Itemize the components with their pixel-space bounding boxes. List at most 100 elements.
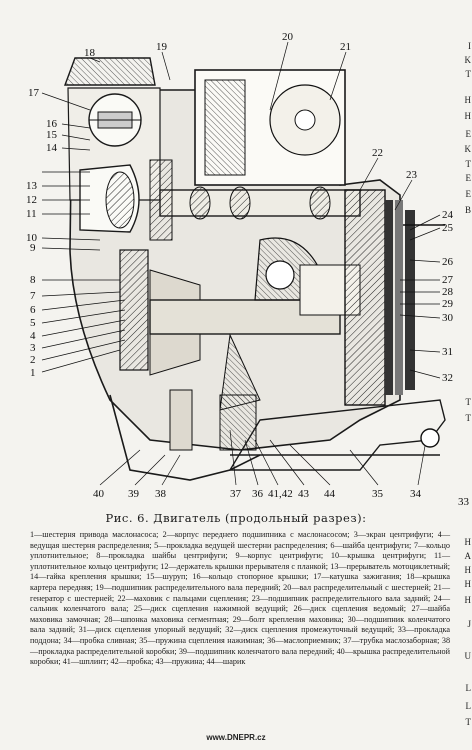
breaker-housing	[79, 164, 140, 233]
callout-27: 27	[442, 274, 454, 286]
legend-item: 10—крышка центрифуги;	[330, 551, 427, 561]
callout-17: 17	[28, 87, 40, 99]
edge-letter: T	[465, 717, 472, 727]
callout-40: 40	[93, 488, 105, 500]
flywheel-clutch	[344, 189, 445, 406]
callout-44: 44	[324, 488, 336, 500]
edge-letter: T	[465, 159, 472, 169]
callout-19: 19	[156, 41, 168, 53]
edge-letter: E	[465, 189, 472, 199]
legend-item: 1—шестерня привода маслонасоса;	[30, 530, 159, 539]
legend-item: 7—кольцо уплотнительное;	[30, 540, 451, 561]
legend-item: 42—пробка;	[110, 657, 154, 667]
camshaft	[159, 186, 361, 220]
edge-letter: K	[464, 144, 472, 154]
figure-caption: Рис. 6. Двигатель (продольный разрез):	[105, 511, 367, 525]
edge-letter: B	[464, 205, 471, 215]
callout-33: 33	[458, 496, 470, 508]
callout-20: 20	[282, 31, 294, 43]
legend-item: 35—пружина сцепления нажимная;	[139, 635, 265, 645]
callout-28: 28	[442, 286, 454, 298]
callout-16: 16	[46, 118, 58, 130]
site-watermark: www.DNEPR.cz	[206, 733, 266, 742]
legend-item: 17—катушка зажигания;	[313, 572, 402, 582]
edge-letter: H	[464, 579, 472, 589]
legend-item: 38—прокладка распределительной коробки;	[30, 635, 451, 656]
legend-item: 11—уплотнительное кольцо центрифуги;	[30, 551, 451, 571]
callout-7: 7	[30, 290, 36, 302]
legend-item: 36—маслоприемник;	[267, 635, 341, 645]
callout-30: 30	[442, 312, 454, 324]
callout-39: 39	[128, 488, 140, 500]
callout-4: 4	[30, 330, 36, 342]
crankshaft	[149, 237, 361, 411]
ignition-coil	[88, 93, 142, 147]
generator	[194, 69, 346, 186]
edge-letter: L	[465, 683, 472, 693]
edge-letter: T	[465, 69, 472, 79]
edge-letter: H	[464, 537, 472, 547]
legend-item: 2—корпус переднего подшипника с маслонас…	[162, 530, 350, 539]
callout-22: 22	[372, 147, 383, 159]
edge-letter: H	[464, 565, 472, 575]
callout-23: 23	[406, 169, 418, 181]
edge-letter: U	[464, 651, 472, 661]
legend-item: 12—держатель крышки прерывателя с планко…	[160, 561, 329, 571]
callout-10: 10	[26, 232, 38, 244]
callout-5: 5	[30, 317, 36, 329]
legend-item: 44—шарик	[206, 657, 246, 667]
callout-24: 24	[442, 209, 454, 221]
callout-38: 38	[155, 488, 167, 500]
callout-labels: 1 2 3 4 5 6 7 8 9 10 11 12 13 14 15 16 1…	[26, 31, 470, 508]
callout-12: 12	[26, 194, 37, 206]
edge-letter: K	[464, 55, 472, 65]
figure-legend: 1—шестерня привода маслонасоса; 2—корпус…	[30, 530, 450, 668]
legend-item: 19—подшипник распределительного вала пер…	[95, 582, 281, 592]
callout-32: 32	[442, 372, 453, 384]
callout-1: 1	[30, 367, 36, 379]
callout-18: 18	[84, 47, 96, 59]
legend-item: 9—корпус центрифуги;	[235, 551, 324, 561]
edge-letter: E	[465, 129, 472, 139]
legend-item: 21—генератор с шестерней;	[30, 582, 451, 603]
legend-item: 43—пружина;	[155, 657, 205, 667]
legend-item: 30—подшипник коленчатого вала задний;	[30, 614, 451, 635]
callout-11: 11	[26, 208, 37, 220]
legend-item: 5—прокладка ведущей шестерни распределен…	[154, 540, 328, 550]
legend-item: 24—сальник коленчатого вала;	[30, 593, 450, 614]
edge-letter: E	[465, 173, 472, 183]
legend-item: 34—пробка сливная;	[63, 635, 137, 645]
oil-intake	[169, 389, 257, 451]
edge-letter: H	[464, 595, 472, 605]
callout-14: 14	[46, 142, 58, 154]
legend-item: 15—шуруп;	[146, 572, 188, 582]
legend-item: 8—прокладка шайбы центрифуги;	[96, 551, 228, 561]
edge-letter: T	[465, 397, 472, 407]
callout-31: 31	[442, 346, 453, 358]
legend-item: 23—подшипник распределительного вала зад…	[251, 593, 431, 603]
legend-item: 18—крышка картера передняя;	[30, 572, 451, 592]
legend-item: 20—вал распределительный с шестерней;	[283, 582, 432, 592]
edge-letter: H	[464, 95, 472, 105]
edge-letter: L	[465, 701, 472, 711]
legend-item: 39—подшипник коленчатого вала передний;	[178, 646, 335, 656]
legend-item: 26—диск сцепления ведомый;	[293, 604, 407, 614]
legend-item: 33—прокладка поддона;	[30, 625, 451, 645]
edge-letter: I	[468, 41, 471, 51]
edge-letter: A	[464, 551, 472, 561]
callout-25: 25	[442, 222, 454, 234]
legend-item: 14—гайка крепления крышки;	[30, 572, 142, 582]
legend-item: 32—диск сцепления промежуточный ведущий;	[225, 625, 395, 635]
legend-item: 22—маховик с пальцами сцепления;	[117, 593, 249, 603]
callout-8: 8	[30, 274, 36, 286]
callout-37: 37	[230, 488, 242, 500]
legend-item: 31—диск сцепления упорный ведущий;	[78, 625, 222, 635]
leader-lines	[41, 41, 441, 486]
legend-item: 25—диск сцепления нажимной ведущий;	[133, 604, 289, 614]
edge-letter: J	[467, 619, 471, 629]
callout-43: 43	[298, 488, 310, 500]
legend-item: 13—прерыватель мотоциклетный;	[330, 561, 451, 571]
legend-item: 40—крышка распределительной коробки;	[30, 646, 451, 667]
callout-34: 34	[410, 488, 422, 500]
callout-13: 13	[26, 180, 38, 192]
